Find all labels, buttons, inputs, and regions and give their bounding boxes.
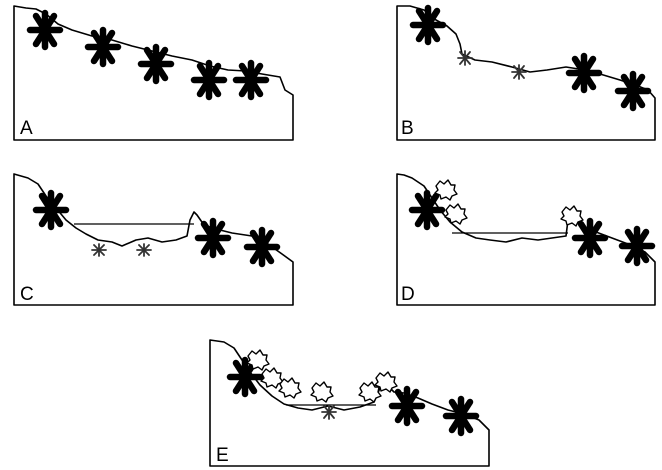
colonizer-plant-icon [434, 179, 458, 201]
panel-label-e: E [216, 445, 229, 466]
panel-a: A [13, 5, 294, 141]
panel-b: B [396, 4, 656, 141]
large-plant-icon [32, 189, 70, 231]
small-plant-icon [91, 243, 107, 257]
panel-c: C [13, 173, 294, 306]
large-plant-icon [137, 43, 175, 85]
panel-e: E [209, 339, 490, 467]
large-plant-icon [442, 395, 480, 437]
large-plant-icon [614, 70, 652, 112]
large-plant-icon [232, 59, 270, 101]
large-plant-icon [618, 225, 656, 267]
large-plant-icon [243, 226, 281, 268]
colonizer-plant-icon [246, 349, 270, 371]
large-plant-icon [571, 217, 609, 259]
small-plant-icon [457, 50, 473, 66]
large-plant-icon [409, 4, 447, 46]
large-plant-icon [408, 189, 446, 231]
panel-d: D [396, 173, 656, 306]
panel-label-b: B [401, 118, 414, 139]
panel-label-a: A [20, 118, 33, 139]
large-plant-icon [194, 217, 232, 259]
large-plant-icon [190, 59, 228, 101]
colonizer-plant-icon [310, 381, 334, 403]
colonizer-plant-icon [358, 381, 382, 403]
small-plant-icon [511, 64, 527, 80]
large-plant-icon [388, 385, 426, 427]
panel-label-d: D [401, 284, 415, 305]
large-plant-icon [84, 26, 122, 68]
large-plant-icon [226, 356, 264, 398]
small-plant-icon [136, 243, 152, 257]
colonizer-plant-icon [278, 377, 302, 399]
large-plant-icon [26, 9, 64, 51]
panel-c-profile [13, 173, 294, 306]
colonizer-plant-icon [444, 203, 468, 225]
panel-label-c: C [20, 284, 34, 305]
small-plant-icon [321, 404, 337, 420]
colonizer-plant-icon [374, 371, 398, 393]
large-plant-icon [565, 52, 603, 94]
colonizer-plant-icon [260, 367, 284, 389]
